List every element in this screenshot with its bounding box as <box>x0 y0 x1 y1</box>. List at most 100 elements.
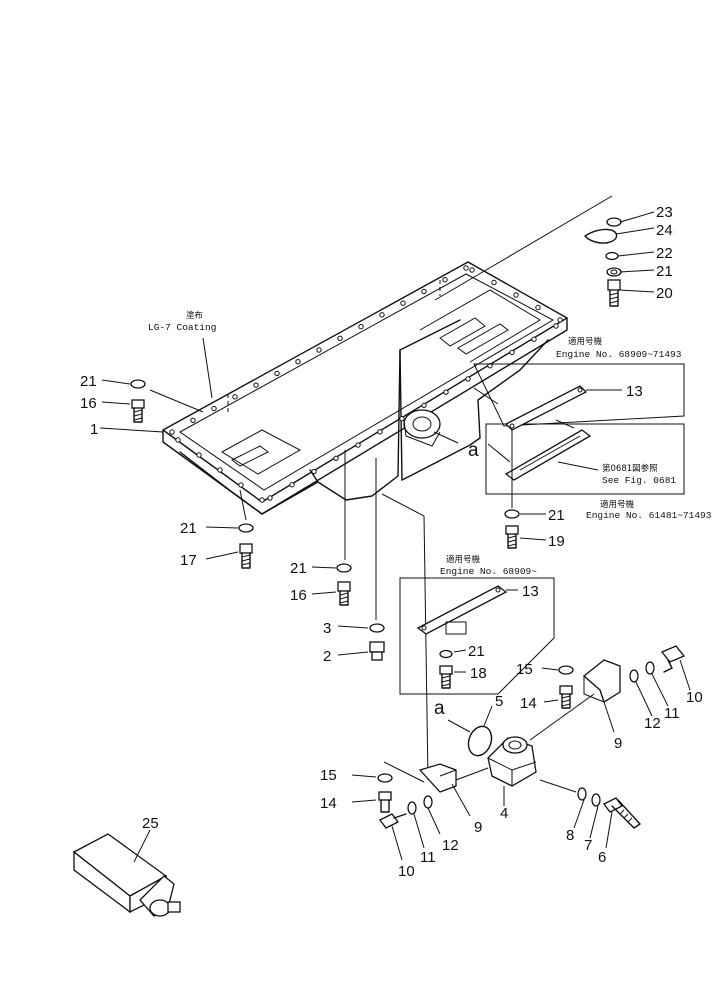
flange-bolt-holes <box>169 265 563 503</box>
label-20: 20 <box>656 285 673 302</box>
label-15b: 15 <box>516 661 533 678</box>
label-21c: 21 <box>290 560 307 577</box>
right-bracket <box>529 659 621 741</box>
label-10a: 10 <box>398 863 415 880</box>
label-3: 3 <box>323 620 331 637</box>
label-21b: 21 <box>180 520 197 537</box>
bolt-hole <box>337 335 343 341</box>
see-fig-en: See Fig. 0681 <box>602 475 676 486</box>
bolt-hole <box>217 467 223 473</box>
bolt-hole <box>295 359 301 365</box>
washer-12 <box>629 669 639 683</box>
bolt-hole <box>377 429 383 435</box>
drain-fastener-stack <box>584 217 622 307</box>
label-12a: 12 <box>442 837 459 854</box>
label-14b: 14 <box>520 695 537 712</box>
bolt-hole <box>509 349 515 356</box>
bolt-hole <box>175 437 181 443</box>
bolt-hole <box>259 497 265 503</box>
bolt-hole <box>267 495 273 501</box>
oil-pan <box>162 261 568 515</box>
bolt-hole <box>355 442 361 448</box>
bolt-hole <box>442 277 448 283</box>
bolt-hole <box>535 304 541 311</box>
bolt-hole <box>399 415 405 422</box>
label-10b: 10 <box>686 689 703 706</box>
breather-housing <box>487 736 537 787</box>
bolt-hole <box>557 317 563 323</box>
middle-bolt <box>336 563 352 606</box>
bolt-hole <box>465 376 471 382</box>
see-fig-jp: 第0681図参照 <box>602 463 658 474</box>
washer-12-left <box>423 795 433 809</box>
applicability-a-jp: 適用号機 <box>568 336 603 347</box>
label-12b: 12 <box>644 715 661 732</box>
bolt-hole <box>211 405 217 412</box>
bolt-hole <box>421 402 427 409</box>
label-15a: 15 <box>320 767 337 784</box>
bolt-hole <box>513 292 519 298</box>
washer-7 <box>591 793 601 807</box>
letter-a-lower: a <box>434 698 445 719</box>
bolt-hole <box>169 429 175 435</box>
bolt-hole <box>316 347 322 353</box>
label-16b: 16 <box>290 587 307 604</box>
bolt-hole <box>469 267 475 273</box>
label-21a: 21 <box>80 373 97 390</box>
o-ring <box>467 725 493 757</box>
label-21f: 21 <box>656 263 673 280</box>
bolt-hole <box>358 323 364 330</box>
coating-note-en: LG-7 Coating <box>148 322 216 333</box>
bolt-hole <box>289 482 295 488</box>
label-11b: 11 <box>664 705 680 722</box>
lower-bracket-group <box>399 577 555 695</box>
applicability-d-en: Engine No. 68909~ <box>440 566 537 577</box>
bolt-hole <box>311 468 317 475</box>
bolt-10-right <box>660 645 686 673</box>
bolt-6 <box>603 797 641 829</box>
label-4: 4 <box>500 805 508 822</box>
lower-left-bolt <box>238 523 254 569</box>
label-9a: 9 <box>474 819 482 836</box>
coating-note-jp: 塗布 <box>186 310 203 321</box>
label-7: 7 <box>584 837 592 854</box>
annotations: 塗布 LG-7 Coating 適用号機 Engine No. 68909~71… <box>148 310 712 577</box>
bolt-hole <box>491 279 497 286</box>
label-1: 1 <box>90 421 98 438</box>
drain-plug <box>369 623 385 661</box>
label-11a: 11 <box>420 849 436 866</box>
upper-bracket-group <box>473 363 685 549</box>
bolt-hole <box>463 265 469 271</box>
left-upper-bolt <box>130 379 146 423</box>
washer-11-left <box>407 801 417 815</box>
applicability-d-jp: 適用号機 <box>446 554 481 565</box>
bolt-10-left <box>379 813 407 829</box>
bolt-hole <box>400 300 406 306</box>
bolt-hole <box>553 323 559 329</box>
part-numbers: 1 2 3 4 5 6 7 8 9 9 10 10 11 11 12 12 13… <box>80 204 703 880</box>
bolt-hole <box>421 288 427 295</box>
label-24: 24 <box>656 222 673 239</box>
applicability-a-en: Engine No. 68909~71493 <box>556 349 682 360</box>
label-6: 6 <box>598 849 606 866</box>
applicability-c-jp: 適用号機 <box>600 499 635 510</box>
label-13b: 13 <box>522 583 539 600</box>
bolt-hole <box>531 336 537 342</box>
label-21e: 21 <box>468 643 485 660</box>
applicability-c-en: Engine No. 61481~71493 <box>586 510 712 521</box>
label-23: 23 <box>656 204 673 221</box>
letter-a-upper: a <box>468 440 479 461</box>
bolt-hole <box>253 382 259 388</box>
bolt-hole <box>232 394 238 400</box>
bolt-hole <box>443 389 449 395</box>
bolt-hole <box>487 362 493 369</box>
label-18: 18 <box>470 665 487 682</box>
breather-tube <box>72 833 181 917</box>
label-5: 5 <box>495 693 503 710</box>
bolt-hole <box>274 370 280 377</box>
bolt-hole <box>333 455 339 462</box>
label-14a: 14 <box>320 795 337 812</box>
bolt-hole <box>196 452 202 458</box>
bolt-hole <box>190 417 196 423</box>
